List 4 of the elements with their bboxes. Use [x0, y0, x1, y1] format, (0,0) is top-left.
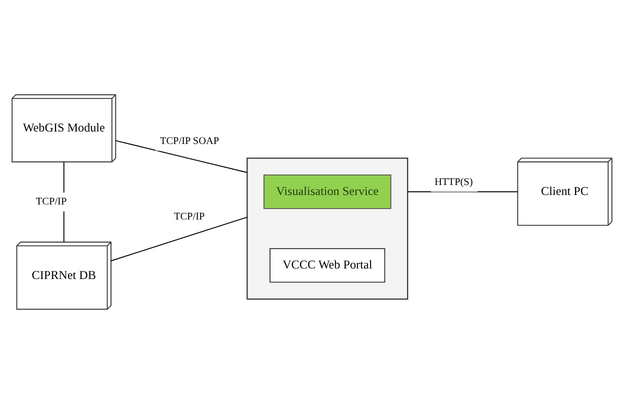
- edge-label: TCP/IP: [36, 196, 67, 208]
- edge-label: HTTP(S): [434, 177, 473, 188]
- edge-label: TCP/IP SOAP: [160, 136, 220, 147]
- edge-label: TCP/IP: [174, 212, 205, 223]
